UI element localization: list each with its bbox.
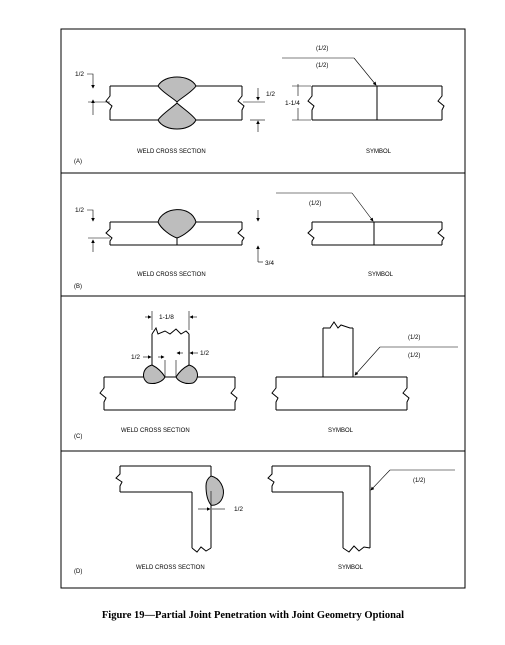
symbol-plate-c (271, 376, 410, 411)
symbol-title: SYMBOL (328, 428, 354, 434)
dim-label: 1/2 (131, 354, 140, 361)
cross-section-title: WELD CROSS SECTION (137, 272, 206, 278)
symbol-corner-d (267, 465, 371, 553)
panel-b: 1/2 3/4 (1/2) (B) WELD CROSS SECTION SYM… (74, 192, 445, 290)
dim-label: 1-1/8 (159, 314, 174, 321)
weld-size-label: (1/2) (316, 46, 328, 52)
symbol-title: SYMBOL (338, 565, 364, 571)
weld-bottom-a (157, 102, 197, 130)
panel-d: 1/2 (1/2) (D) WELD CROSS SECTION SYMBOL (74, 465, 455, 575)
panel-a: 1/2 1/2 1-1/4 (1/2) (1/2) (A) WELD CROSS (74, 46, 445, 165)
base-plate-c (99, 376, 238, 411)
panel-tag: (C) (74, 434, 82, 440)
panel-tag: (B) (74, 284, 82, 290)
symbol-plate-b (307, 221, 445, 246)
symbol-plate-a (307, 85, 445, 121)
cross-section-title: WELD CROSS SECTION (136, 565, 205, 571)
panel-tag: (A) (74, 159, 82, 165)
dim-label: 1/2 (75, 71, 84, 78)
figure-frame (60, 28, 466, 589)
symbol-title: SYMBOL (366, 149, 392, 155)
cross-section-title: WELD CROSS SECTION (121, 428, 190, 434)
dim-label: 3/4 (265, 260, 274, 267)
panel-c: 1-1/8 1/2 1/2 (1/2) (1/2) (C) WELD CROSS… (74, 311, 458, 440)
dim-label: 1/2 (234, 506, 243, 513)
cross-section-title: WELD CROSS SECTION (137, 149, 206, 155)
weld-size-label: (1/2) (309, 201, 321, 207)
dim-label: 1-1/4 (285, 100, 300, 107)
corner-weld-d (205, 475, 224, 506)
symbol-title: SYMBOL (368, 272, 394, 278)
dim-label: 1/2 (266, 91, 275, 98)
weld-size-label: (1/2) (413, 478, 425, 484)
weld-top-a (157, 76, 197, 103)
weld-size-label: (1/2) (316, 63, 328, 69)
dim-label: 1/2 (200, 350, 209, 357)
weld-size-label: (1/2) (408, 353, 420, 359)
corner-plate-d (115, 465, 212, 553)
figure-caption: Figure 19—Partial Joint Penetration with… (102, 610, 404, 621)
symbol-stem-c (322, 321, 354, 377)
panel-tag: (D) (74, 569, 82, 575)
fillet-weld-right-c (175, 364, 198, 384)
dim-label: 1/2 (75, 207, 84, 214)
weld-size-label: (1/2) (408, 335, 420, 341)
weld-b (157, 209, 197, 239)
fillet-weld-left-c (143, 364, 166, 384)
